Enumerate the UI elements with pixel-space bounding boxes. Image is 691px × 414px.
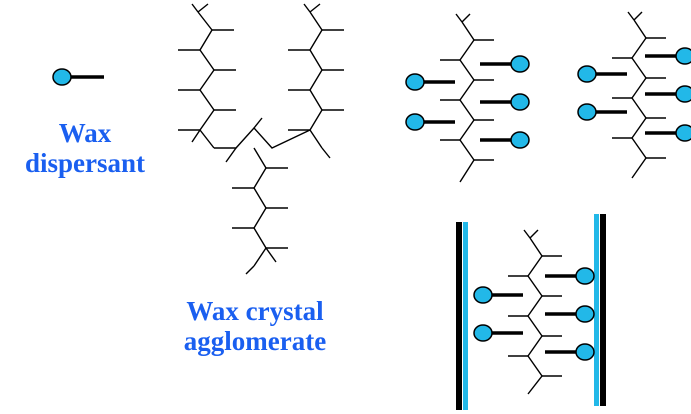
dispersant-coated-crystal-2: [577, 11, 691, 179]
wax-crystal-agglomerate-label-line1: Wax crystal: [186, 296, 324, 326]
crystal-tine: [225, 147, 237, 163]
confined-crystal-backbone: [527, 237, 543, 395]
crystal-right-arm: [309, 11, 323, 149]
dispersant-head: [575, 343, 595, 361]
crystal-tine: [309, 3, 321, 13]
crystal-tine: [633, 11, 643, 21]
crystal-between-surfaces: [456, 214, 606, 410]
dispersant-head: [405, 113, 425, 131]
dispersant-head: [510, 93, 530, 111]
wax-dispersant-label-line1: Wax: [58, 118, 112, 148]
crystal-tine: [197, 3, 209, 13]
wax-dispersant-label-line2: dispersant: [24, 148, 146, 178]
crystal-tine: [455, 13, 463, 23]
dispersant-head: [510, 131, 530, 149]
crystal-tine: [245, 265, 255, 275]
crystal-tine: [461, 13, 471, 23]
coated-crystal-1-backbone: [459, 21, 475, 183]
wax-crystal-agglomerate-label-line2: agglomerate: [183, 326, 327, 356]
dispersant-head: [575, 305, 595, 323]
dispersant-head: [675, 85, 691, 103]
crystal-tine: [627, 11, 635, 21]
crystal-tine: [303, 3, 311, 13]
dispersant-head: [675, 124, 691, 142]
dispersant-head: [510, 55, 530, 73]
right-wall: [600, 214, 606, 406]
dispersant-head: [577, 103, 597, 121]
wax-crystal-agglomerate-label: Wax crystal agglomerate: [150, 296, 360, 356]
dispersant-head: [577, 65, 597, 83]
dispersant-head: [52, 68, 72, 86]
wax-crystal-branched: [178, 3, 344, 275]
crystal-left-arm: [197, 11, 215, 149]
wax-dispersant-label: Wax dispersant: [10, 118, 160, 178]
crystal-crossbar: [214, 126, 311, 149]
crystal-tine: [265, 247, 277, 263]
dispersant-head: [473, 324, 493, 342]
coated-crystal-2-backbone: [631, 19, 647, 179]
dispersant-coated-crystal-1: [405, 13, 530, 183]
left-wall: [456, 222, 462, 410]
wax-dispersant-molecule: [52, 68, 104, 86]
right-wall-surface: [594, 214, 599, 406]
left-wall-surface: [463, 222, 468, 410]
dispersant-head: [473, 286, 493, 304]
crystal-tine: [321, 147, 331, 159]
crystal-tine: [253, 117, 263, 129]
dispersant-head: [675, 47, 691, 65]
crystal-tine: [529, 229, 539, 239]
dispersant-head: [575, 267, 595, 285]
crystal-tine: [191, 3, 199, 13]
crystal-tine: [523, 229, 531, 239]
crystal-stem: [253, 147, 267, 267]
dispersant-head: [405, 73, 425, 91]
crystal-tine: [191, 129, 201, 143]
